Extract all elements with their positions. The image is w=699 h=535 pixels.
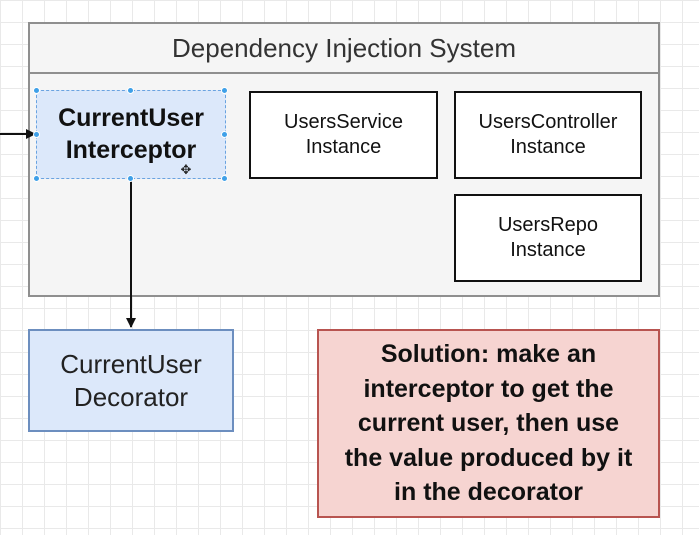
solution-line-5: in the decorator xyxy=(394,478,583,507)
resize-handle-bottom-left[interactable] xyxy=(33,175,40,182)
users-controller-label-line2: Instance xyxy=(510,136,586,158)
users-repo-node[interactable]: UsersRepo Instance xyxy=(454,194,642,282)
users-service-label-line1: UsersService xyxy=(284,111,403,133)
interceptor-label-line2: Interceptor xyxy=(65,135,197,164)
users-service-label-line2: Instance xyxy=(305,136,382,158)
current-user-interceptor-node[interactable]: CurrentUser Interceptor xyxy=(36,90,226,179)
decorator-label-line1: CurrentUser xyxy=(60,349,202,379)
resize-handle-bottom[interactable] xyxy=(127,175,134,182)
resize-handle-top-right[interactable] xyxy=(221,87,228,94)
resize-handle-left[interactable] xyxy=(33,131,40,138)
current-user-decorator-node[interactable]: CurrentUser Decorator xyxy=(28,329,234,432)
solution-line-1: Solution: make an xyxy=(380,340,597,369)
interceptor-label-line1: CurrentUser xyxy=(58,104,204,133)
resize-handle-top-left[interactable] xyxy=(33,87,40,94)
users-controller-label-line1: UsersController xyxy=(478,111,618,133)
users-repo-label-line2: Instance xyxy=(510,239,586,261)
solution-line-4: the value produced by it xyxy=(344,443,633,472)
move-cursor-icon: ✥ xyxy=(180,162,192,177)
users-repo-label-line1: UsersRepo xyxy=(497,214,599,236)
resize-handle-bottom-right[interactable] xyxy=(221,175,228,182)
users-controller-node[interactable]: UsersController Instance xyxy=(454,91,642,179)
container-title: Dependency Injection System xyxy=(30,24,658,74)
solution-note[interactable]: Solution: make an interceptor to get the… xyxy=(317,329,660,518)
resize-handle-top[interactable] xyxy=(127,87,134,94)
solution-line-3: current user, then use xyxy=(357,409,620,438)
users-service-node[interactable]: UsersService Instance xyxy=(249,91,438,179)
decorator-label-line2: Decorator xyxy=(73,381,189,412)
solution-line-2: interceptor to get the xyxy=(363,374,614,403)
resize-handle-right[interactable] xyxy=(221,131,228,138)
